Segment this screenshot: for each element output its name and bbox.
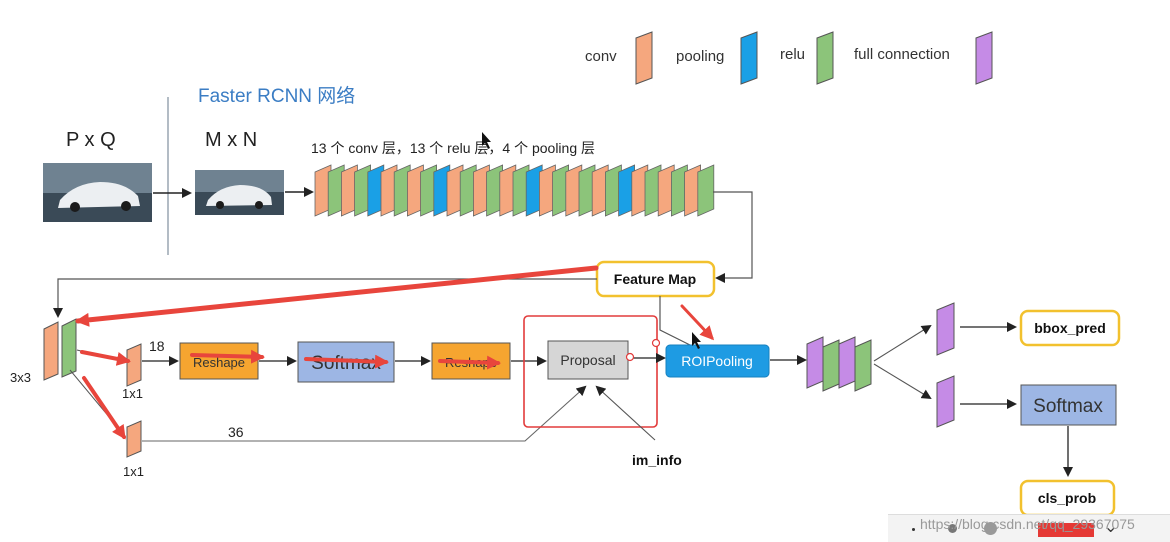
arrow-iminfo-to-proposal <box>595 385 656 441</box>
arrow-fc-to-cls-branch <box>873 363 932 400</box>
im-info-label: im_info <box>632 452 682 468</box>
red-arrow-reshape-1 <box>190 349 265 364</box>
legend-relu-label: relu <box>780 46 805 63</box>
legend-full-connection-label: full connection <box>854 46 950 63</box>
reg-1x1-conv <box>126 420 142 458</box>
legend-relu-swatch <box>816 31 834 85</box>
feature-map-label: Feature Map <box>614 271 696 287</box>
softmax-2-box <box>1020 384 1117 426</box>
red-arrow-softmax <box>304 354 389 369</box>
red-highlight-bar <box>1038 523 1094 537</box>
connector-backbone-to-feature-map <box>713 191 753 283</box>
backbone-layers <box>314 164 715 217</box>
watermark-text: https://blog.csdn.net/qq_29367075 <box>920 516 1135 532</box>
rpn-3x3-relu <box>61 318 77 378</box>
proposal-handle-side <box>625 352 635 362</box>
roi-pooling-label: ROIPooling <box>681 353 753 369</box>
red-arrow-feature-map <box>75 265 599 327</box>
backbone-relu-layer <box>697 164 715 217</box>
arrow-fc-to-bbox-branch <box>873 324 932 362</box>
diagram-title: Faster RCNN 网络 <box>198 85 355 107</box>
dot-icon <box>912 528 915 531</box>
mouse-cursor-icon <box>482 132 491 149</box>
cls-1x1-conv <box>126 343 142 387</box>
kernel-1x1-top-label: 1x1 <box>122 386 143 401</box>
cls-prob-label: cls_prob <box>1038 490 1096 506</box>
bbox-pred-box <box>1019 309 1121 347</box>
reshape-1-label: Reshape <box>193 355 245 370</box>
legend-pooling-label: pooling <box>676 48 724 65</box>
pxq-label: P x Q <box>66 129 116 151</box>
red-arrow-roi <box>680 304 715 341</box>
legend-conv-swatch <box>635 31 653 85</box>
connector-feature-map-to-roi <box>659 296 691 346</box>
input-image-pxq <box>43 163 152 222</box>
channels-18-label: 18 <box>149 338 165 354</box>
channels-36-label: 36 <box>228 424 244 440</box>
red-arrow-reg <box>82 376 126 440</box>
bbox-pred-label: bbox_pred <box>1034 320 1106 336</box>
chevron-down-icon[interactable]: ⌄ <box>1104 519 1118 536</box>
fc-layer-2 <box>838 336 856 389</box>
mxn-label: M x N <box>205 129 257 151</box>
rpn-3x3-conv <box>43 321 59 381</box>
roi-pooling-box <box>665 344 770 378</box>
watermark-bar: ⌄ <box>888 514 1170 542</box>
red-arrow-reshape-2 <box>438 355 501 370</box>
legend-pooling-swatch <box>740 31 758 85</box>
proposal-label: Proposal <box>560 352 615 368</box>
relu-layer-2 <box>854 339 872 392</box>
dot-icon <box>948 524 957 533</box>
kernel-1x1-bottom-label: 1x1 <box>123 464 144 479</box>
arrow-reg-to-proposal <box>142 385 587 442</box>
softmax-2-label: Softmax <box>1033 396 1103 417</box>
relu-layer-1 <box>822 339 840 392</box>
mouse-cursor-icon-2 <box>692 332 701 349</box>
red-arrow-cls <box>80 350 131 366</box>
softmax-1-label: Softmax <box>311 353 381 374</box>
legend-conv-label: conv <box>585 48 617 65</box>
legend-full-connection-swatch <box>975 31 993 85</box>
proposal-highlight-frame <box>523 315 658 428</box>
bbox-fc-layer <box>936 302 955 356</box>
legend: conv pooling relu full connection <box>585 31 993 85</box>
connector-feature-map-to-rpn <box>53 278 597 318</box>
proposal-box <box>547 340 629 380</box>
resized-image-mxn <box>195 170 284 215</box>
backbone-caption: 13 个 conv 层，13 个 relu 层，4 个 pooling 层 <box>311 140 595 156</box>
reshape-1-box <box>179 342 259 380</box>
kernel-3x3-label: 3x3 <box>10 370 31 385</box>
cls-fc-layer <box>936 375 955 428</box>
dot-icon <box>984 522 997 535</box>
red-annotation-arrows <box>75 265 715 440</box>
proposal-handle-top <box>651 338 661 348</box>
fc-layer-1 <box>806 336 824 389</box>
